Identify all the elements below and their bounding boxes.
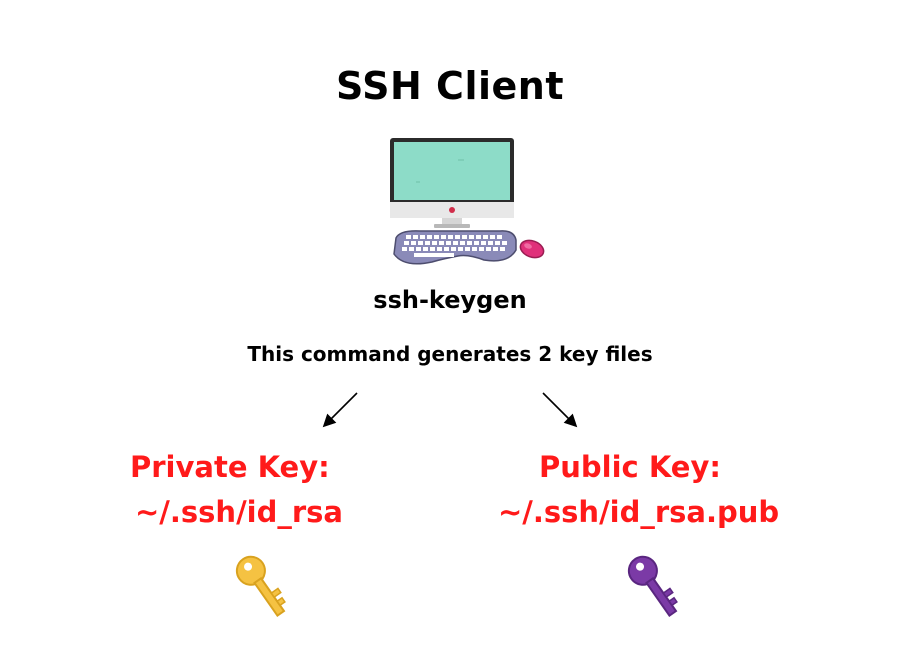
command-label: ssh-keygen [373, 286, 527, 314]
private-key-path: ~/.ssh/id_rsa [135, 495, 343, 529]
description-text: This command generates 2 key files [247, 342, 653, 366]
arrow-right [542, 392, 578, 428]
computer-icon [390, 138, 545, 265]
private-key-label: Private Key: [130, 450, 330, 484]
public-key-icon [627, 555, 678, 618]
arrow-left [322, 392, 358, 428]
diagram-title: SSH Client [336, 64, 564, 108]
arrows [322, 392, 578, 428]
private-key-icon [235, 555, 286, 618]
public-key-label: Public Key: [539, 450, 721, 484]
public-key-path: ~/.ssh/id_rsa.pub [498, 495, 780, 529]
